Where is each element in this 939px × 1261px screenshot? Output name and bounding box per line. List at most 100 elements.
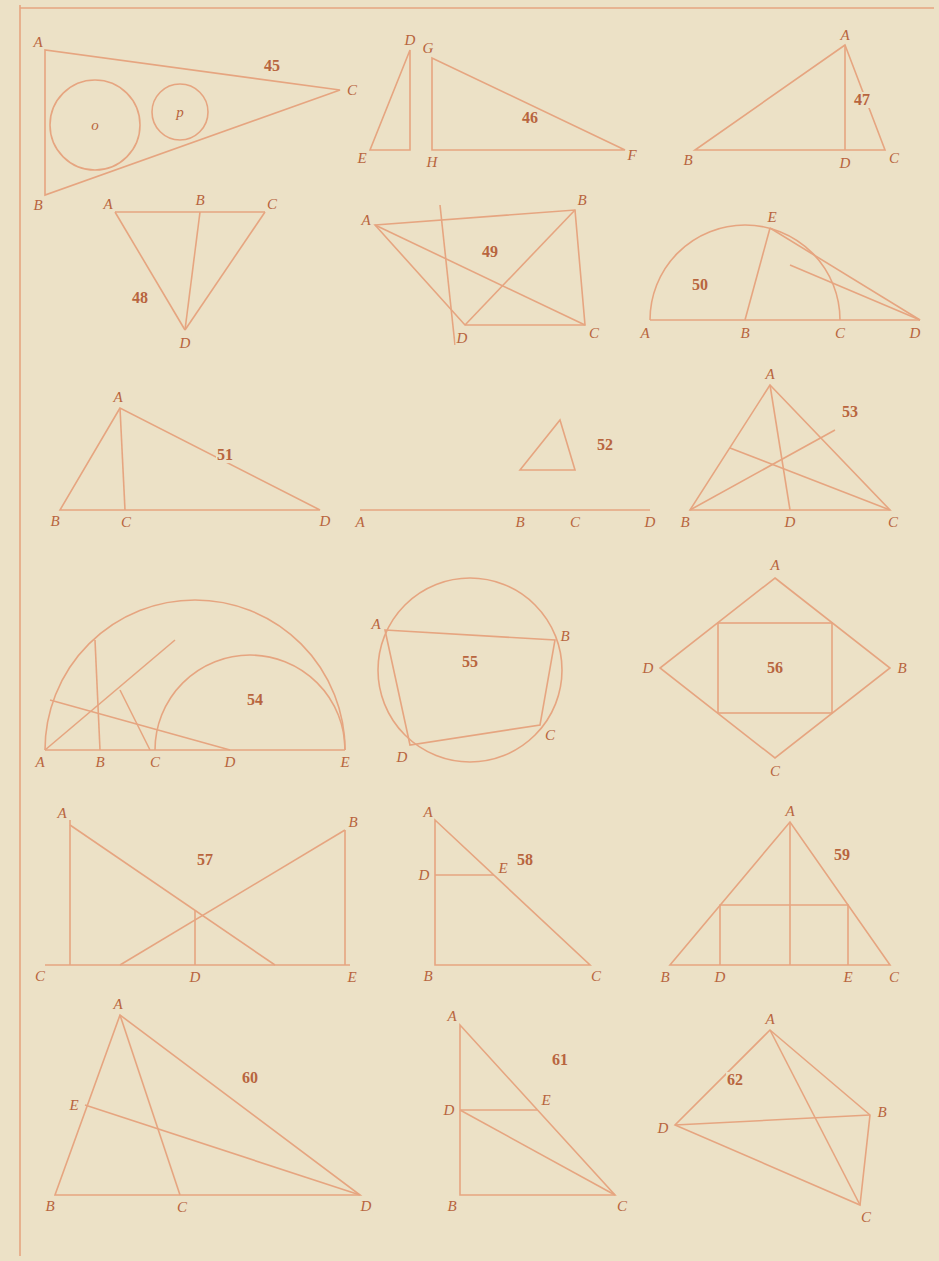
- point-label: A: [446, 1009, 457, 1024]
- point-label: E: [339, 755, 350, 770]
- point-label: B: [659, 970, 670, 985]
- figure-quadrilateral: [375, 205, 585, 345]
- point-label: F: [626, 148, 637, 163]
- figure-number: 51: [216, 447, 234, 463]
- figure-rhombus-rectangle: [660, 578, 890, 758]
- point-label: p: [175, 105, 185, 120]
- figure-inscribed-rectangle: [670, 822, 890, 965]
- point-label: A: [354, 515, 365, 530]
- figure-line-points: [360, 420, 650, 510]
- point-label: D: [909, 326, 922, 341]
- point-label: A: [112, 997, 123, 1012]
- figure-number: 52: [596, 437, 614, 453]
- point-label: C: [346, 83, 358, 98]
- point-label: E: [68, 1098, 79, 1113]
- figure-right-triangle-lines: [460, 1025, 615, 1195]
- cevian: [120, 1015, 180, 1195]
- figure-number: 49: [481, 244, 499, 260]
- rectangle: [720, 905, 848, 965]
- point-label: D: [418, 868, 431, 883]
- point-label: C: [888, 970, 900, 985]
- segment: [50, 700, 230, 750]
- figure-number: 50: [691, 277, 709, 293]
- point-label: C: [888, 151, 900, 166]
- figure-semicircle-tangent: [650, 225, 920, 320]
- point-label: D: [642, 661, 655, 676]
- small-triangle: [520, 420, 575, 470]
- point-label: E: [356, 151, 367, 166]
- cevian: [770, 385, 790, 510]
- point-label: B: [446, 1199, 457, 1214]
- diagonal: [675, 1115, 870, 1125]
- segment: [70, 825, 275, 965]
- point-label: A: [360, 213, 371, 228]
- segment: [120, 830, 345, 965]
- point-label: B: [682, 153, 693, 168]
- point-label: D: [784, 515, 797, 530]
- point-label: B: [94, 755, 105, 770]
- point-label: D: [644, 515, 657, 530]
- point-label: A: [839, 28, 850, 43]
- point-label: B: [876, 1105, 887, 1120]
- point-label: C: [120, 515, 132, 530]
- altitude: [120, 408, 125, 510]
- cevian: [690, 430, 835, 510]
- point-label: E: [346, 970, 357, 985]
- segment: [460, 1110, 615, 1195]
- cevian: [730, 448, 890, 510]
- point-label: A: [34, 755, 45, 770]
- point-label: A: [422, 805, 433, 820]
- pole: [69, 820, 71, 965]
- point-label: B: [739, 326, 750, 341]
- point-label: A: [112, 390, 123, 405]
- cevian: [85, 1105, 360, 1195]
- semicircle: [650, 225, 840, 320]
- figure-crossed-poles: [45, 820, 350, 965]
- figure-number: 47: [853, 92, 871, 108]
- point-label: B: [576, 193, 587, 208]
- point-label: C: [266, 197, 278, 212]
- figure-number: 60: [241, 1070, 259, 1086]
- point-label: E: [842, 970, 853, 985]
- semicircle: [45, 600, 345, 750]
- figure-number: 46: [521, 110, 539, 126]
- point-label: A: [56, 806, 67, 821]
- point-label: C: [34, 969, 46, 984]
- quadrilateral: [385, 630, 555, 745]
- point-label: C: [590, 969, 602, 984]
- point-label: D: [714, 970, 727, 985]
- radius: [745, 228, 770, 320]
- point-label: H: [426, 155, 439, 170]
- point-label: D: [360, 1199, 373, 1214]
- segment: [95, 640, 100, 750]
- point-label: B: [347, 815, 358, 830]
- rhombus: [660, 578, 890, 758]
- point-label: A: [769, 558, 780, 573]
- point-label: D: [657, 1121, 670, 1136]
- triangle: [45, 50, 340, 195]
- point-label: C: [887, 515, 899, 530]
- segment: [440, 205, 455, 345]
- triangle: [695, 45, 885, 150]
- point-label: A: [370, 617, 381, 632]
- semicircle: [155, 655, 345, 750]
- frame-line: [19, 5, 21, 1256]
- point-label: o: [90, 118, 100, 133]
- point-label: D: [443, 1103, 456, 1118]
- point-label: B: [44, 1199, 55, 1214]
- altitude: [844, 45, 846, 150]
- point-label: G: [422, 41, 435, 56]
- point-label: C: [616, 1199, 628, 1214]
- quadrilateral: [375, 210, 585, 325]
- point-label: C: [544, 728, 556, 743]
- figure-number: 61: [551, 1052, 569, 1068]
- point-label: E: [497, 861, 508, 876]
- tangent: [770, 228, 920, 320]
- triangle: [670, 822, 890, 965]
- point-label: D: [839, 156, 852, 171]
- figure-number: 59: [833, 847, 851, 863]
- point-label: C: [176, 1200, 188, 1215]
- figure-number: 57: [196, 852, 214, 868]
- rectangle: [718, 623, 832, 713]
